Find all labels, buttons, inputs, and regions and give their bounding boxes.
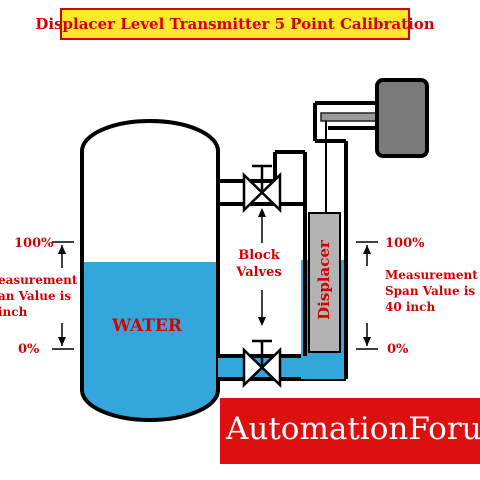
transmitter-head	[375, 78, 429, 158]
title-banner: Displacer Level Transmitter 5 Point Cali…	[35, 8, 435, 40]
left-scale-100-label: 100%	[14, 236, 54, 251]
right-scale-100-label: 100%	[385, 236, 425, 251]
left-span-line-1: easurement	[0, 273, 78, 287]
vessel-outline	[80, 119, 220, 422]
lower-valve-right	[260, 347, 282, 388]
left-scale-0-label: 0%	[18, 342, 40, 357]
block-valves-label: Block Valves	[224, 247, 294, 281]
vessel-water-fill	[82, 262, 218, 420]
vessel-water-label: WATER	[112, 316, 183, 336]
left-scale-up-arrowhead	[58, 245, 66, 254]
left-span-line-2: an Value is	[0, 289, 72, 303]
valve-pointer-up-arrowhead	[258, 208, 266, 217]
displacer-body	[308, 212, 341, 353]
valve-pointer-down-arrowhead	[258, 317, 266, 326]
block-valves-line-1: Block	[238, 248, 280, 263]
displacer-label: Displacer	[315, 240, 333, 320]
left-scale-down-arrowhead	[58, 337, 66, 346]
right-scale-down-arrowhead	[363, 337, 371, 346]
diagram-title: Displacer Level Transmitter 5 Point Cali…	[35, 15, 435, 33]
right-span-line-1: Measurement	[385, 268, 478, 282]
upper-valve-right	[260, 172, 282, 213]
right-scale-0-label: 0%	[387, 342, 409, 357]
block-valves-line-2: Valves	[236, 265, 282, 280]
right-span-line-3: 40 inch	[385, 300, 436, 314]
left-span-line-3: inch	[0, 305, 28, 319]
right-span-line-2: Span Value is	[385, 284, 476, 298]
lower-valve-left	[242, 347, 264, 388]
brand-banner: AutomationForum.Co	[220, 398, 480, 464]
brand-text: AutomationForum.Co	[226, 411, 480, 447]
right-scale-up-arrowhead	[363, 245, 371, 254]
upper-valve-left	[242, 172, 264, 213]
